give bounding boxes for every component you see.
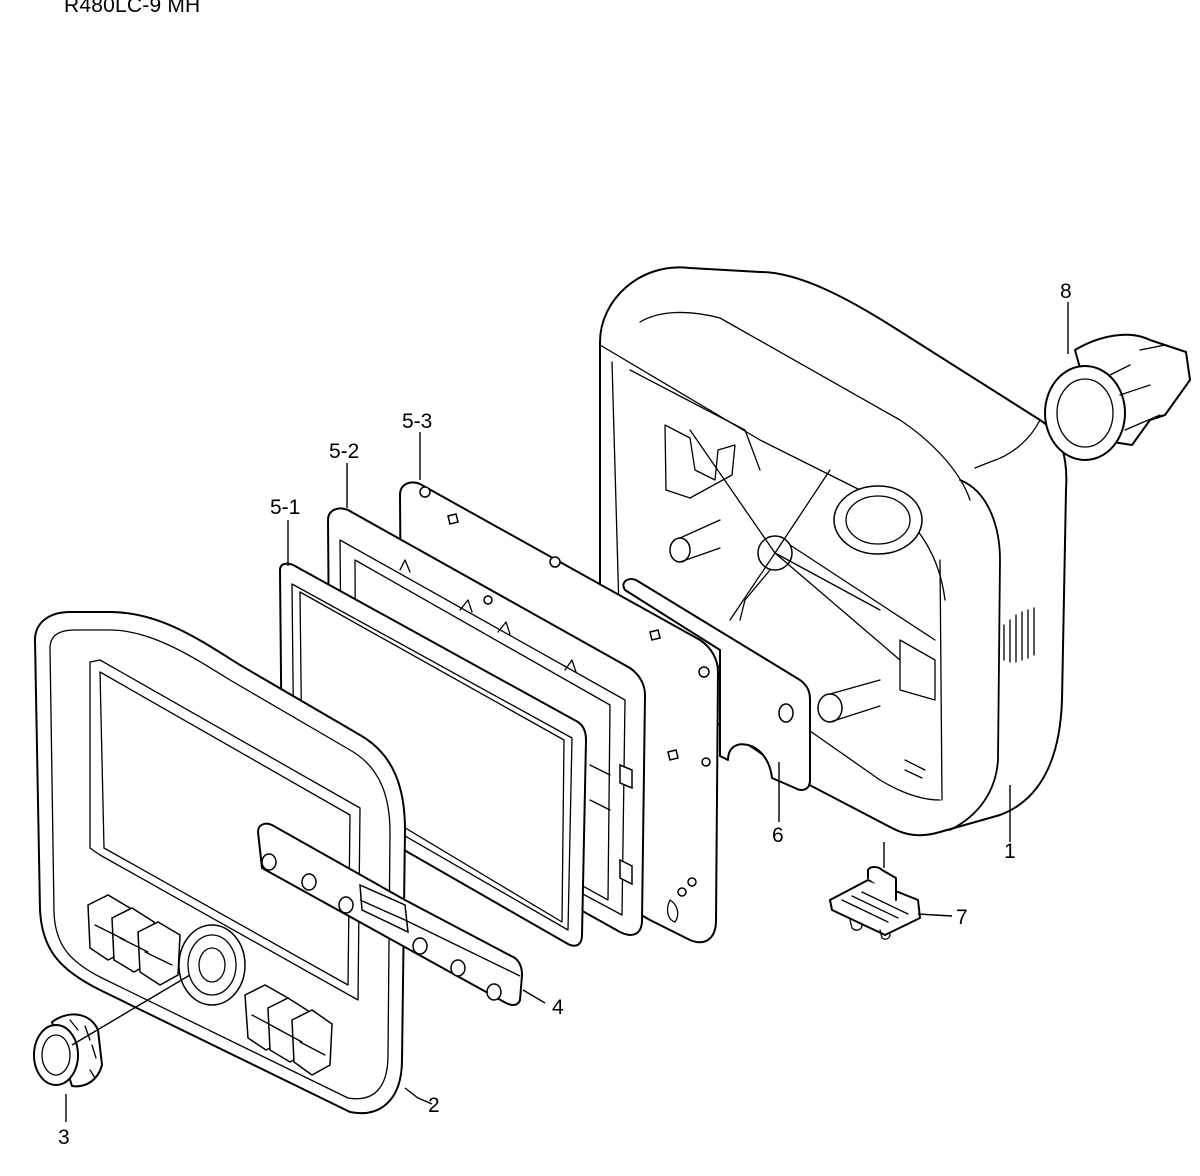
callout-2: 2	[428, 1094, 440, 1117]
right-switch-cluster	[244, 984, 333, 1076]
part-8-rear-plug	[1044, 333, 1191, 461]
callout-7: 7	[956, 906, 968, 929]
callout-6: 6	[772, 824, 784, 847]
leader-lines	[65, 302, 1069, 1122]
callout-5-1: 5-1	[270, 496, 300, 519]
part-6-gasket-plate	[622, 578, 811, 791]
part-2-front-bezel	[34, 611, 406, 1115]
callout-3: 3	[58, 1126, 70, 1149]
part-7-clip	[829, 866, 921, 940]
callout-8: 8	[1060, 280, 1072, 303]
document-title: R480LC-9 MH	[64, 0, 201, 17]
callout-labels: 1 2 3 4 5-1 5-2 5-3 6 7 8	[58, 280, 1072, 1149]
left-switch-cluster	[87, 894, 181, 986]
vent-slots	[1003, 607, 1035, 663]
part-3-knob-cap	[33, 1013, 103, 1088]
part-4-button-strip	[257, 822, 523, 1006]
callout-5-3: 5-3	[402, 410, 432, 433]
callout-1: 1	[1004, 840, 1016, 863]
strip-buttons	[261, 853, 502, 1001]
callout-4: 4	[552, 996, 564, 1019]
callout-5-2: 5-2	[329, 440, 359, 463]
